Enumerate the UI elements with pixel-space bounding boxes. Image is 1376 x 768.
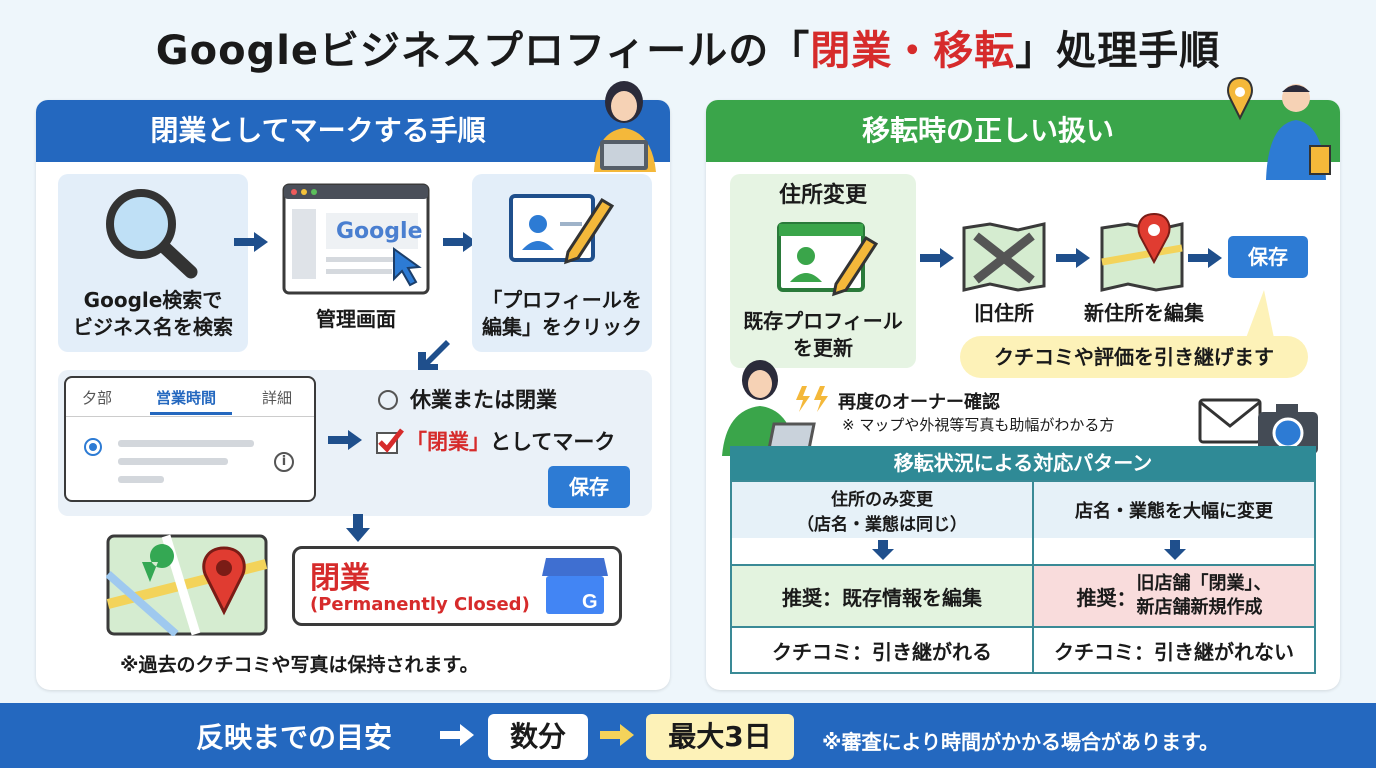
radio-selected[interactable] [84,438,102,456]
arrow-right-icon [1188,248,1222,268]
person-laptop-icon [594,81,656,172]
footer-step-minutes: 数分 [488,714,588,760]
arrow-down-icon [346,514,370,542]
old-address-label: 旧住所 [974,301,1034,325]
table-review-address-only: クチコミ：引き継がれる [772,639,992,664]
step-search-label: Google検索で ビジネス名を検索 [73,288,233,339]
arrow-right-icon [443,232,477,252]
save-button[interactable]: 保存 [1228,236,1308,278]
existing-profile-label: 既存プロフィール を更新 [743,309,903,360]
arrow-right-icon [328,430,362,450]
placeholder-line [118,440,254,447]
tab-divider [66,416,314,417]
callout-tail [1246,290,1274,338]
table-head-address-only: 住所のみ変更 （店名・業態は同じ） [732,482,1032,538]
footer-step-max-days: 最大3日 [646,714,794,760]
table-col-divider [1032,480,1034,674]
arrow-right-icon [920,248,954,268]
arrow-right-icon [440,724,474,746]
person-map-pin-icon [1227,76,1331,180]
closed-sub-label: (Permanently Closed) [310,594,530,615]
step-edit-label: 「プロフィールを 編集」をクリック [482,288,642,339]
table-review-major-change: クチコミ：引き継がれない [1054,639,1294,664]
footer-label: 反映までの目安 [196,721,393,754]
table-row-divider [732,564,1314,566]
tab-details[interactable]: 詳細 [262,389,293,407]
pattern-table-title: 移転状況による対応パターン [730,446,1316,480]
left-panel-header: 閉業としてマークする手順 [36,100,670,162]
address-change-label: 住所変更 [778,183,867,208]
lightning-icon [796,386,828,412]
right-panel-header: 移転時の正しい扱い [706,100,1340,162]
footer-note: ※審査により時間がかかる場合があります。 [822,730,1220,754]
edit-profile-icon [509,194,615,265]
table-rec-major-change: 推奨： 旧店舗「閉業」、 新店舗新規作成 [1034,566,1314,626]
magnifier-icon [106,189,198,279]
google-logo-text: Google [336,219,423,244]
closed-label: 閉業 [310,561,370,596]
old-map-icon [962,222,1046,292]
placeholder-line [118,476,164,483]
tab-store[interactable]: 夕部 [82,389,113,407]
new-map-icon [1100,212,1184,292]
business-profile-icon: G [542,558,608,614]
new-address-label: 新住所を編集 [1084,301,1204,325]
option-suspend: 休業または閉業 [410,388,557,412]
page-title: Googleビジネスプロフィールの「閉業・移転」処理手順 [155,28,1221,74]
svg-text:G: G [582,591,598,613]
table-head-major-change: 店名・業態を大幅に変更 [1034,482,1314,538]
radio-unselected[interactable] [378,390,398,410]
owner-recheck-note: ※ マップや外視等写真も助幅がわかる方 [842,416,1115,434]
arrow-down-icon [1164,540,1186,560]
placeholder-line [118,458,228,465]
note-text: ※過去のクチコミや写真は保持されます。 [120,654,479,676]
tab-hours[interactable]: 営業時間 [156,389,217,407]
checkmark-icon[interactable] [376,428,404,454]
owner-recheck-label: 再度のオーナー確認 [838,392,1000,413]
option-closed: 「閉業」としてマーク [406,430,616,454]
save-button[interactable]: 保存 [548,466,630,508]
table-rec-address-only: 推奨：既存情報を編集 [732,566,1032,626]
arrow-right-icon [1056,248,1090,268]
arrow-down-icon [872,540,894,560]
arrow-down-left-icon [418,340,450,372]
settings-dialog [64,376,316,502]
envelope-icon [1198,398,1262,444]
info-icon[interactable]: i [274,452,294,472]
arrow-right-icon [234,232,268,252]
edit-profile-icon [777,222,879,297]
reviews-carry-bubble: クチコミや評価を引き継げます [960,336,1308,378]
map-pin-icon [106,534,268,636]
arrow-right-icon [600,724,634,746]
tab-active-indicator [150,412,232,415]
table-row-divider [732,626,1314,628]
step-dashboard-label: 管理画面 [316,307,396,331]
browser-window-icon [282,183,430,295]
